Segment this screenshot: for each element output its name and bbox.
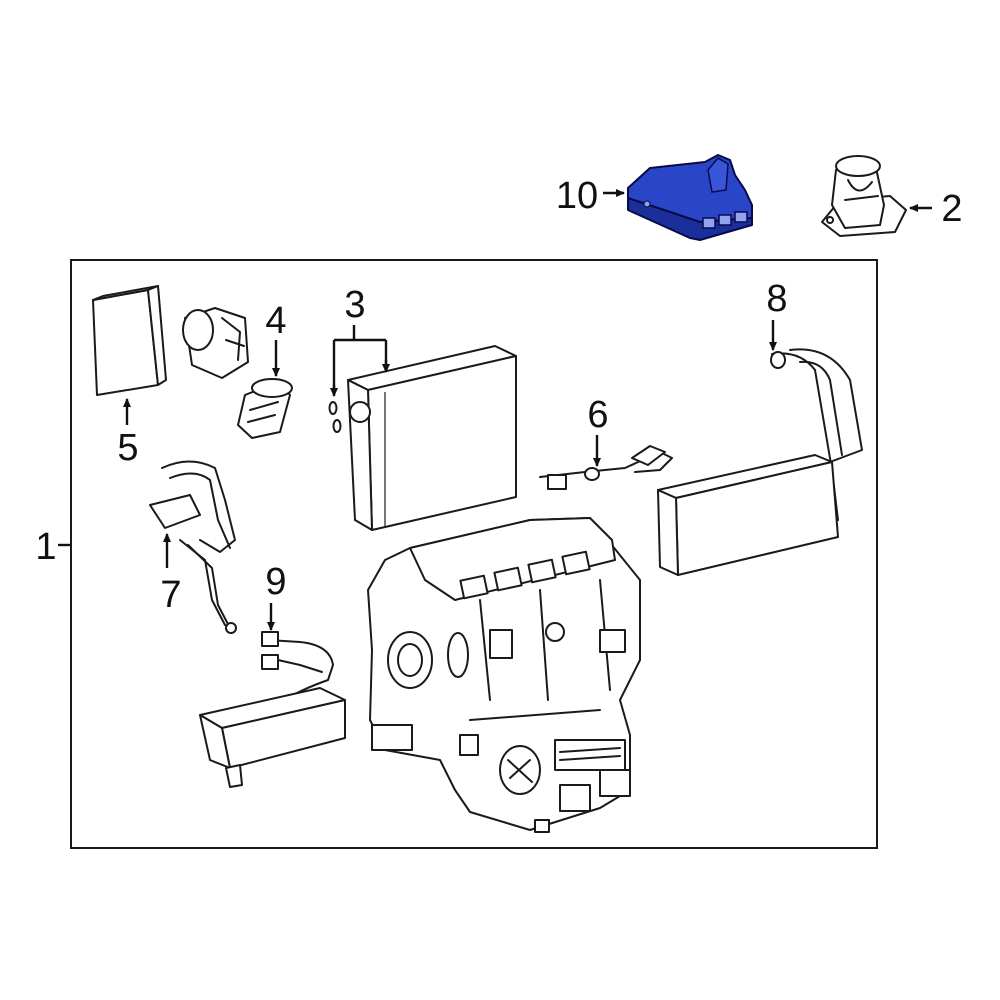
callout-7: 7 (160, 574, 181, 616)
valve-detail (247, 401, 279, 423)
callout-4: 4 (265, 300, 286, 342)
module-slot-2 (718, 214, 732, 226)
actuator-bolt (826, 216, 834, 224)
part-10-control-module[interactable] (627, 154, 753, 241)
filter-front (92, 289, 159, 396)
pipe-b (169, 472, 231, 549)
harness-connector-1 (261, 631, 279, 647)
module-hole (643, 200, 651, 208)
part-8-heater-core[interactable] (657, 348, 863, 576)
pipe-end (225, 622, 237, 634)
pipe-d (187, 544, 231, 629)
part-9-heater-element[interactable] (199, 631, 346, 788)
callout-1: 1 (35, 526, 56, 568)
valve-flange (251, 378, 293, 398)
heater-fitting (770, 351, 786, 369)
part-5-cabin-filter[interactable] (92, 285, 167, 396)
element-bracket (225, 764, 243, 788)
callout-5: 5 (117, 427, 138, 469)
callout-10: 10 (556, 175, 598, 217)
sensor-connector (547, 474, 567, 490)
heater-pipe-2 (789, 348, 863, 463)
callout-3: 3 (344, 284, 365, 326)
part-2-actuator[interactable] (821, 155, 907, 237)
small-motor-part (182, 307, 249, 379)
harness-connector-2 (261, 654, 279, 670)
part-4-expansion-valve[interactable] (237, 378, 293, 439)
module-slot-3 (734, 211, 748, 223)
heater-side (657, 489, 679, 576)
actuator-top (835, 155, 881, 177)
part-7-piping[interactable] (149, 460, 237, 634)
module-bracket (707, 157, 729, 193)
hvac-case (367, 517, 641, 833)
heater-face (675, 461, 839, 576)
sensor-clip (631, 445, 666, 466)
module-slot-1 (702, 217, 716, 229)
filter-side (147, 285, 167, 386)
sensor-bulb (584, 467, 600, 481)
part-3-evaporator[interactable] (347, 345, 517, 531)
assembly-frame (70, 259, 878, 849)
oring-1 (328, 401, 338, 415)
callout-6: 6 (587, 394, 608, 436)
leader-3 (332, 325, 388, 393)
pipe-block (149, 494, 201, 529)
callout-9: 9 (265, 561, 286, 603)
actuator-detail (844, 179, 879, 201)
evaporator-port (349, 401, 371, 423)
callout-8: 8 (766, 278, 787, 320)
part-6-sensor[interactable] (539, 445, 673, 490)
heater-pipe-3 (799, 360, 843, 456)
callout-2: 2 (941, 188, 962, 230)
oring-2 (332, 419, 342, 433)
pipe-c (179, 539, 226, 626)
pipe-a (161, 460, 236, 553)
